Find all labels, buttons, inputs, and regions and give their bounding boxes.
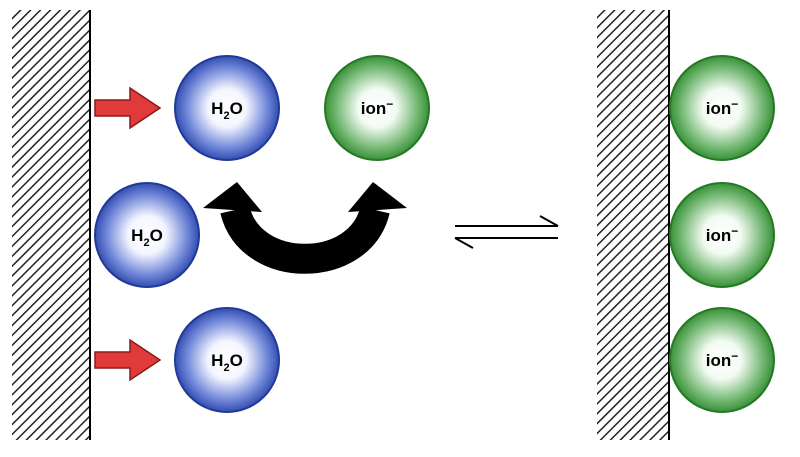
water-molecule-top: H2O	[174, 55, 280, 161]
water-label-sub: 2	[223, 110, 229, 122]
equilibrium-arrows: ⇌	[454, 215, 559, 249]
right-electrode	[597, 10, 670, 440]
water-label-tail: O	[150, 226, 163, 245]
exchange-arrow	[203, 182, 407, 274]
ion-molecule-adsorbed-middle: ion−	[669, 182, 775, 288]
water-label-sub: 2	[223, 362, 229, 374]
ion-molecule-free: ion−	[324, 55, 430, 161]
svg-text:ion−: ion−	[706, 349, 739, 370]
svg-text:H2O: H2O	[131, 226, 163, 249]
ion-molecule-adsorbed-bottom: ion−	[669, 307, 775, 413]
water-label-main: H	[211, 99, 223, 118]
water-label-main: H	[211, 351, 223, 370]
ion-molecule-adsorbed-top: ion−	[669, 55, 775, 161]
ion-label-main: ion	[706, 99, 732, 118]
water-label-main: H	[131, 226, 143, 245]
ion-label-main: ion	[361, 99, 387, 118]
ion-label-main: ion	[706, 226, 732, 245]
svg-text:ion−: ion−	[706, 224, 739, 245]
ion-label-sup: −	[386, 97, 393, 111]
svg-text:H2O: H2O	[211, 351, 243, 374]
water-label-tail: O	[230, 99, 243, 118]
svg-text:H2O: H2O	[211, 99, 243, 122]
water-molecule-middle: H2O	[94, 182, 200, 288]
water-label-tail: O	[230, 351, 243, 370]
water-label-sub: 2	[143, 237, 149, 249]
left-electrode	[12, 10, 91, 440]
water-molecule-bottom: H2O	[174, 307, 280, 413]
svg-text:ion−: ion−	[361, 97, 394, 118]
push-arrow-top	[94, 86, 162, 130]
ion-label-sup: −	[731, 224, 738, 238]
svg-text:ion−: ion−	[706, 97, 739, 118]
push-arrow-bottom	[94, 338, 162, 382]
ion-label-sup: −	[731, 349, 738, 363]
ion-label-sup: −	[731, 97, 738, 111]
ion-label-main: ion	[706, 351, 732, 370]
